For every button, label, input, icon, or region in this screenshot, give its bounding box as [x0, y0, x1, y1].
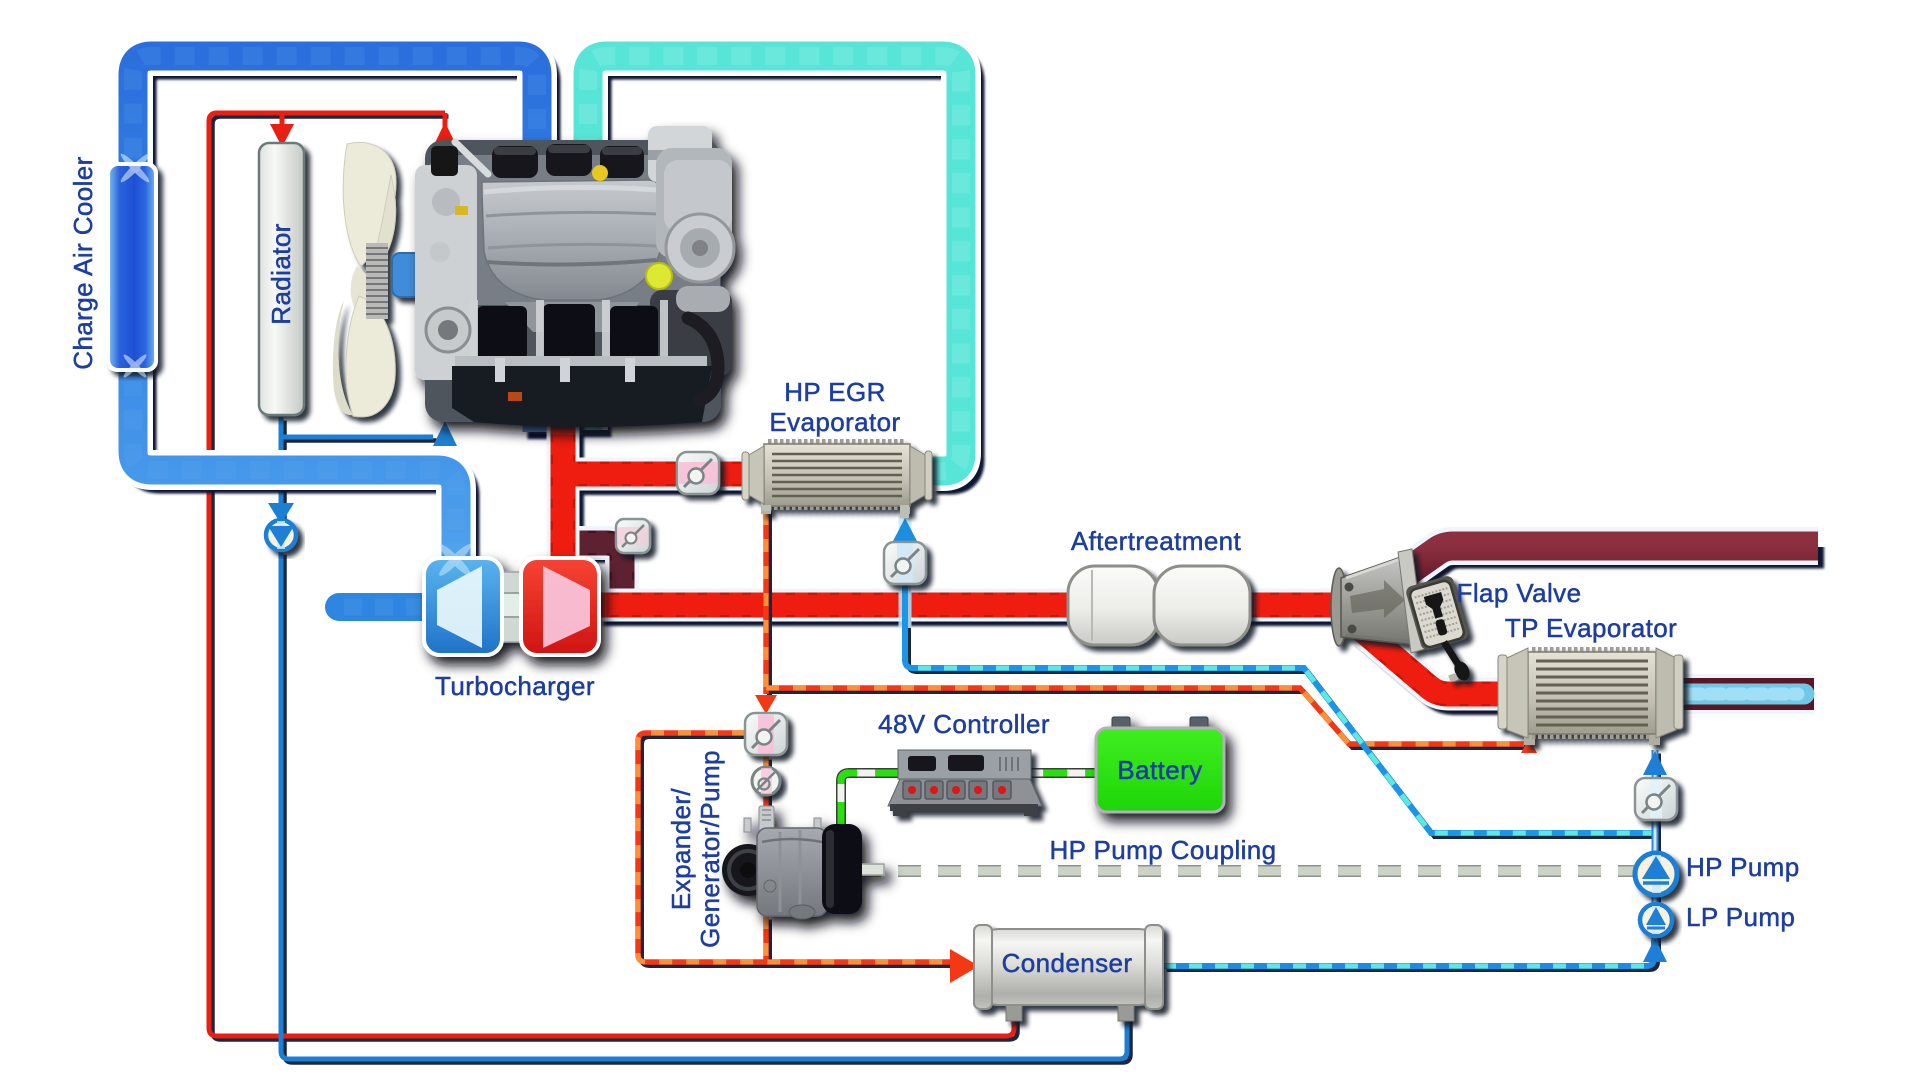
- svg-text:HP Pump Coupling: HP Pump Coupling: [1049, 835, 1276, 865]
- svg-text:Radiator: Radiator: [266, 223, 296, 324]
- svg-text:Generator/Pump: Generator/Pump: [695, 750, 725, 948]
- svg-text:Aftertreatment: Aftertreatment: [1071, 526, 1242, 556]
- svg-text:Charge Air Cooler: Charge Air Cooler: [68, 156, 98, 369]
- svg-text:LP Pump: LP Pump: [1686, 902, 1795, 932]
- svg-text:Flap Valve: Flap Valve: [1457, 578, 1582, 608]
- svg-text:HP Pump: HP Pump: [1686, 852, 1800, 882]
- svg-text:Evaporator: Evaporator: [769, 407, 900, 437]
- svg-text:TP Evaporator: TP Evaporator: [1505, 613, 1677, 643]
- svg-text:48V Controller: 48V Controller: [878, 709, 1050, 739]
- svg-text:Expander/: Expander/: [666, 788, 696, 910]
- svg-text:HP EGR: HP EGR: [784, 377, 886, 407]
- svg-text:Turbocharger: Turbocharger: [435, 671, 595, 701]
- svg-text:Condenser: Condenser: [1002, 948, 1133, 978]
- svg-text:Battery: Battery: [1117, 755, 1202, 785]
